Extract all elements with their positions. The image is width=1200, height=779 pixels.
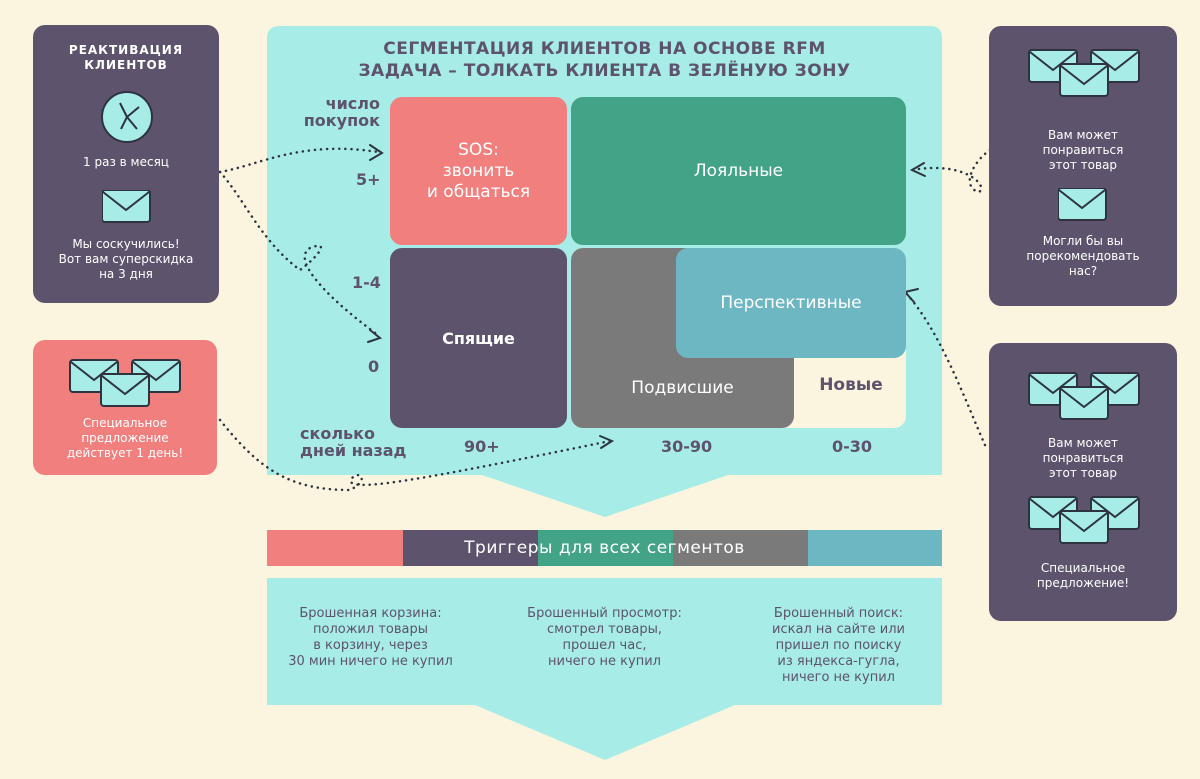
x-tick-90plus: 90+ [464,437,500,456]
y-tick-0: 0 [368,357,380,376]
envelopes-icon [1028,372,1140,420]
main-title: СЕГМЕНТАЦИЯ КЛИЕНТОВ НА ОСНОВЕ RFM ЗАДАЧ… [358,39,851,81]
recommend-product-text: Вам может понравиться этот товар [1042,128,1124,172]
trigger-abandoned-cart: Брошенная корзина: положил товары в корз… [267,583,474,703]
x-tick-30-90: 30-90 [661,437,713,456]
special-offer-card: Специальное предложение действует 1 день… [33,340,217,475]
triggers-title: Триггеры для всех сегментов [464,538,745,558]
y-tick-5plus: 5+ [356,170,381,189]
segment-loyal: Лояльные [571,97,906,245]
triggers-bar: Триггеры для всех сегментов [267,530,942,566]
segment-perspective: Перспективные [676,248,906,358]
recommend-product-text: Вам может понравиться этот товар [1042,436,1124,480]
loyal-triggers-card: Вам может понравиться этот товар Могли б… [989,26,1177,306]
x-tick-0-30: 0-30 [832,437,873,456]
segment-sos: SOS: звонить и общаться [390,97,567,245]
envelope-icon [102,190,151,223]
trigger-abandoned-search: Брошенный поиск: искал на сайте или приш… [735,583,942,703]
envelopes-icon [69,359,181,407]
envelopes-icon [1028,49,1140,97]
segment-sleeping: Спящие [390,248,567,428]
perspective-triggers-card: Вам может понравиться этот товар Специал… [989,343,1177,621]
reactivation-card: РЕАКТИВАЦИЯ КЛИЕНТОВ 1 раз в месяц Мы со… [33,25,219,303]
y-axis-label: число покупок [303,94,380,130]
ask-referral-text: Могли бы вы порекомендовать нас? [1026,234,1140,278]
clock-icon [101,91,153,143]
reactivation-message: Мы соскучились! Вот вам суперскидка на 3… [58,237,194,281]
segment-new-label: Новые [819,375,883,395]
envelope-icon [1058,188,1107,221]
special-offer-text: Специальное предложение действует 1 день… [66,416,184,460]
special-offer-text: Специальное предложение! [1036,561,1130,590]
envelopes-icon [1028,496,1140,544]
x-axis-label: сколько дней назад [300,424,407,460]
trigger-abandoned-view: Брошенный просмотр: смотрел товары, прош… [501,583,708,703]
clock-caption: 1 раз в месяц [83,155,169,169]
y-tick-1-4: 1-4 [352,273,381,292]
